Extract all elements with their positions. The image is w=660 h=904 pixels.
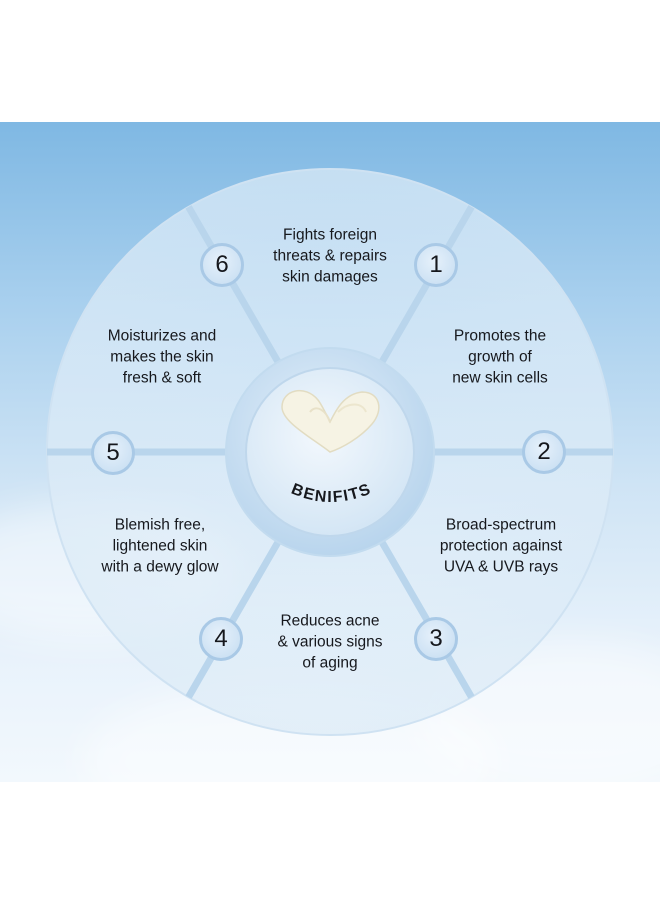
segment-number-badge-3: 3 bbox=[414, 617, 458, 661]
segment-text-line: fresh & soft bbox=[122, 369, 202, 387]
segment-text-line: skin damages bbox=[282, 268, 378, 286]
segment-text-line: lightened skin bbox=[112, 537, 208, 555]
segment-text-line: Reduces acne bbox=[280, 612, 380, 630]
segment-number-badge-1: 1 bbox=[414, 243, 458, 287]
segment-text-line: Moisturizes and bbox=[107, 327, 217, 345]
wheel-divider bbox=[185, 540, 282, 699]
segment-text-line: threats & repairs bbox=[273, 247, 387, 265]
wheel-divider bbox=[185, 205, 282, 364]
cream-heart-icon bbox=[281, 389, 380, 453]
segment-text-line: protection against bbox=[439, 537, 563, 555]
segment-text-line: Broad-spectrum bbox=[445, 516, 557, 534]
segment-text-line: Fights foreign bbox=[283, 226, 377, 244]
segment-text-line: growth of bbox=[468, 348, 532, 366]
segment-number-badge-5: 5 bbox=[91, 431, 135, 475]
segment-text-line: makes the skin bbox=[110, 348, 214, 366]
segment-text-1: Promotes the growth of new skin cells bbox=[415, 326, 585, 389]
segment-number-badge-4: 4 bbox=[199, 617, 243, 661]
segment-text-line: of aging bbox=[302, 654, 358, 672]
segment-text-line: new skin cells bbox=[452, 369, 548, 387]
segment-number-badge-2: 2 bbox=[522, 430, 566, 474]
segment-number-badge-6: 6 bbox=[200, 243, 244, 287]
segment-text-line: & various signs bbox=[277, 633, 383, 651]
segment-text-line: Promotes the bbox=[453, 327, 547, 345]
segment-text-line: Blemish free, bbox=[114, 516, 206, 534]
segment-text-line: with a dewy glow bbox=[101, 558, 219, 576]
segment-text-6: Fights foreign threats & repairs skin dama… bbox=[245, 225, 415, 288]
segment-text-4: Blemish free, lightened skin with a dewy g… bbox=[75, 515, 245, 578]
segment-text-3: Reduces acne & various signs of aging bbox=[245, 611, 415, 674]
segment-text-line: UVA & UVB rays bbox=[443, 558, 559, 576]
segment-text-5: Moisturizes and makes the skin fresh & sof… bbox=[77, 326, 247, 389]
